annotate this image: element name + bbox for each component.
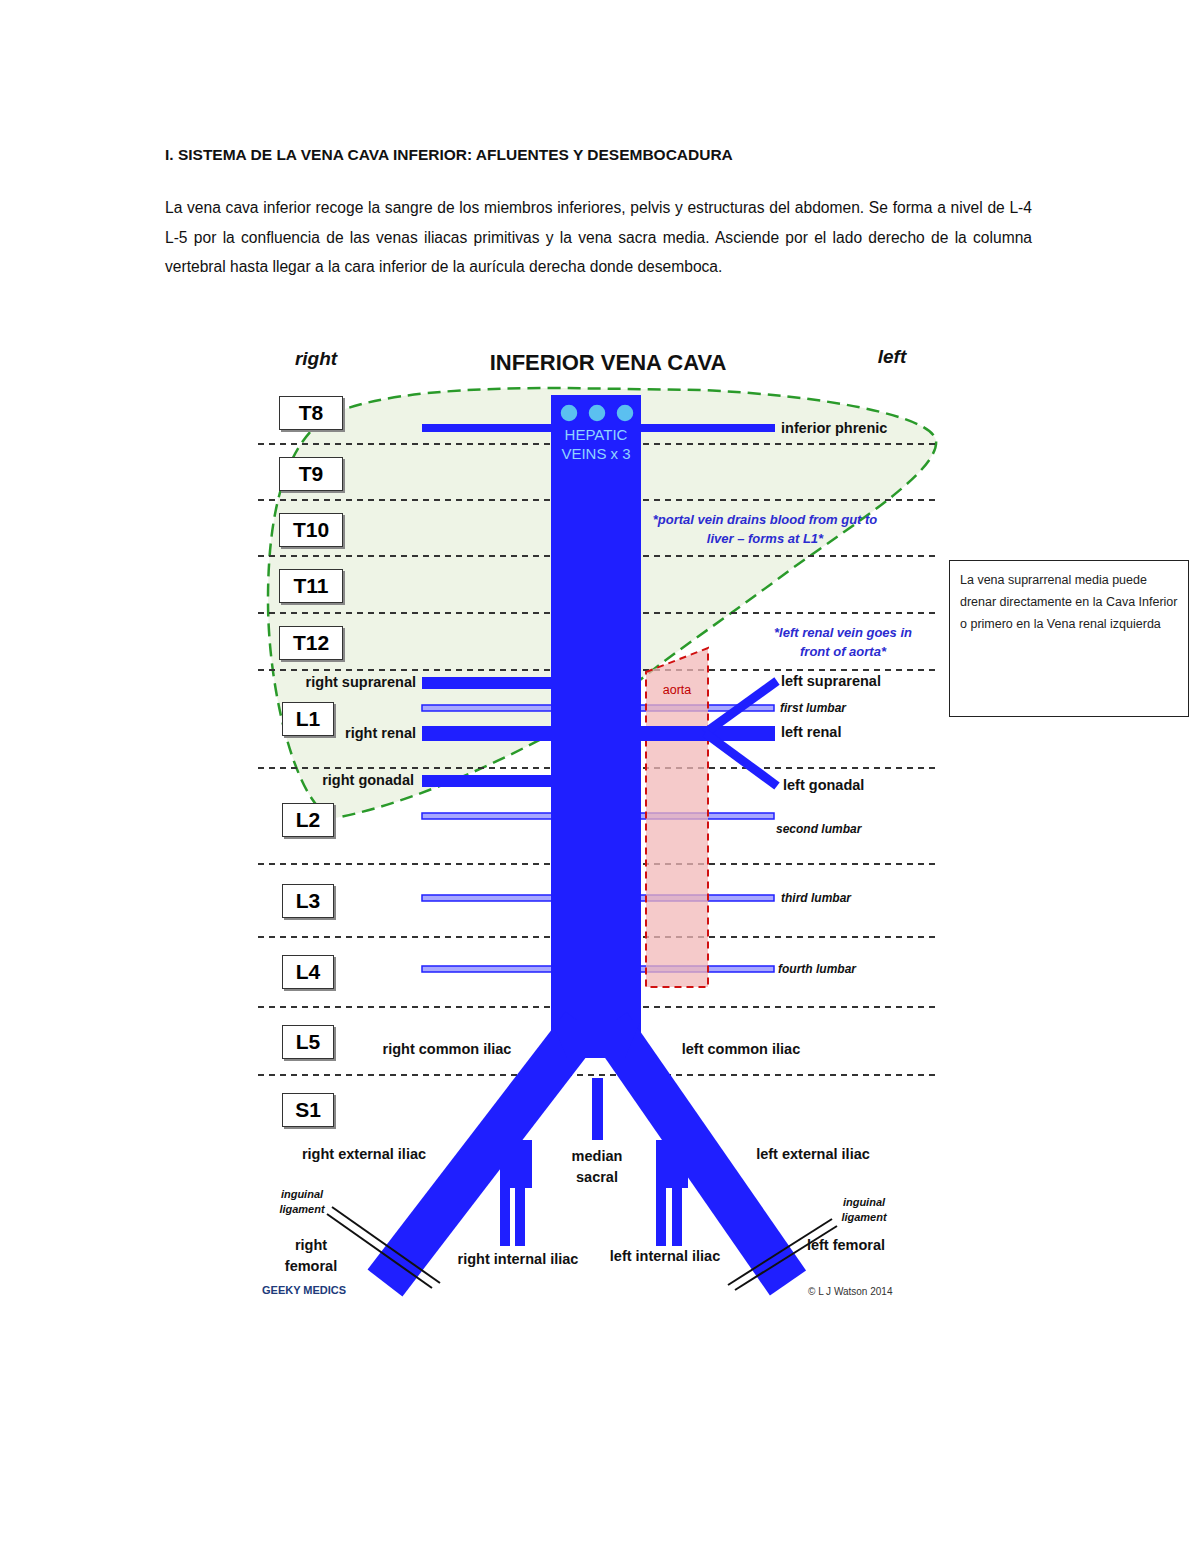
anatomy-label: left suprarenal — [781, 673, 941, 689]
anatomy-label: right common iliac — [357, 1041, 537, 1057]
anatomy-label: left — [852, 346, 932, 368]
vertebral-level-box: L5 — [282, 1025, 334, 1059]
node-text: L2 — [296, 808, 321, 832]
hepatic-vein-openings — [560, 404, 634, 422]
vertebral-level-box: L3 — [282, 884, 334, 918]
vertebral-level-box: S1 — [282, 1093, 334, 1127]
anatomy-label: right renal — [345, 725, 416, 741]
node-text: T10 — [293, 518, 329, 542]
anatomy-label: left common iliac — [651, 1041, 831, 1057]
ivc-trunk — [385, 395, 788, 1283]
node-text: aorta — [663, 683, 692, 697]
anatomy-label: © L J Watson 2014 — [808, 1286, 948, 1297]
node-text: L3 — [296, 889, 321, 913]
anatomy-label: right internal iliac — [448, 1249, 588, 1270]
anatomy-label: fourth lumbar — [778, 962, 898, 976]
node-text: La vena suprarrenal media puede drenar d… — [960, 569, 1178, 635]
aorta-region: aorta — [646, 648, 708, 987]
page-heading: I. SISTEMA DE LA VENA CAVA INFERIOR: AFL… — [165, 146, 733, 164]
anatomy-label: *left renal vein goes in front of aorta* — [758, 623, 928, 661]
vertebral-level-box: T12 — [279, 626, 343, 660]
node-text: T8 — [299, 401, 324, 425]
node-text: T9 — [299, 462, 324, 486]
anatomy-label: second lumbar — [776, 822, 906, 836]
anatomy-label: left renal — [781, 724, 901, 740]
vertebral-level-box: L1 — [282, 702, 334, 736]
vertebral-level-box: T9 — [279, 457, 343, 491]
vertebral-level-box: T8 — [279, 396, 343, 430]
anatomy-label: right external iliac — [274, 1146, 454, 1162]
node-text: T12 — [293, 631, 329, 655]
node-text: S1 — [295, 1098, 321, 1122]
anatomy-label: left femoral — [806, 1235, 886, 1256]
node-text: L1 — [296, 707, 321, 731]
anatomy-label: *portal vein drains blood from gut to li… — [640, 510, 890, 548]
anatomy-label: inguinal ligament — [262, 1187, 342, 1217]
note-box: La vena suprarrenal media puede drenar d… — [949, 560, 1189, 717]
anatomy-label: left internal iliac — [595, 1246, 735, 1267]
node-text: L4 — [296, 960, 321, 984]
anatomy-label: right — [276, 348, 356, 370]
anatomy-label: inferior phrenic — [781, 420, 931, 436]
vertebral-level-box: L2 — [282, 803, 334, 837]
anatomy-label: left gonadal — [783, 777, 913, 793]
vertebral-level-box: L4 — [282, 955, 334, 989]
anatomy-label: right suprarenal — [306, 674, 416, 690]
vertebral-level-box: T11 — [279, 569, 343, 603]
node-text: HEPATIC VEINS x 3 — [551, 425, 641, 463]
inguinal-ligament-lines — [327, 1207, 837, 1290]
anatomy-label: right gonadal — [322, 772, 414, 788]
vertebral-level-box: T10 — [279, 513, 343, 547]
node-text: T11 — [293, 574, 328, 598]
anatomy-label: third lumbar — [781, 891, 901, 905]
body-paragraph: La vena cava inferior recoge la sangre d… — [165, 193, 1032, 282]
anatomy-label: first lumbar — [780, 701, 900, 715]
anatomy-label: left external iliac — [723, 1146, 903, 1162]
anatomy-label: GEEKY MEDICS — [262, 1284, 362, 1296]
ivc-trunk-label: HEPATIC VEINS x 3 — [551, 395, 641, 515]
aorta-outline — [646, 648, 708, 987]
node-text: L5 — [296, 1030, 321, 1054]
anatomy-label: inguinal ligament — [824, 1195, 904, 1225]
diagram-heading: INFERIOR VENA CAVA — [408, 350, 808, 376]
anatomy-label: right femoral — [271, 1235, 351, 1277]
anatomy-label: median sacral — [557, 1146, 637, 1188]
